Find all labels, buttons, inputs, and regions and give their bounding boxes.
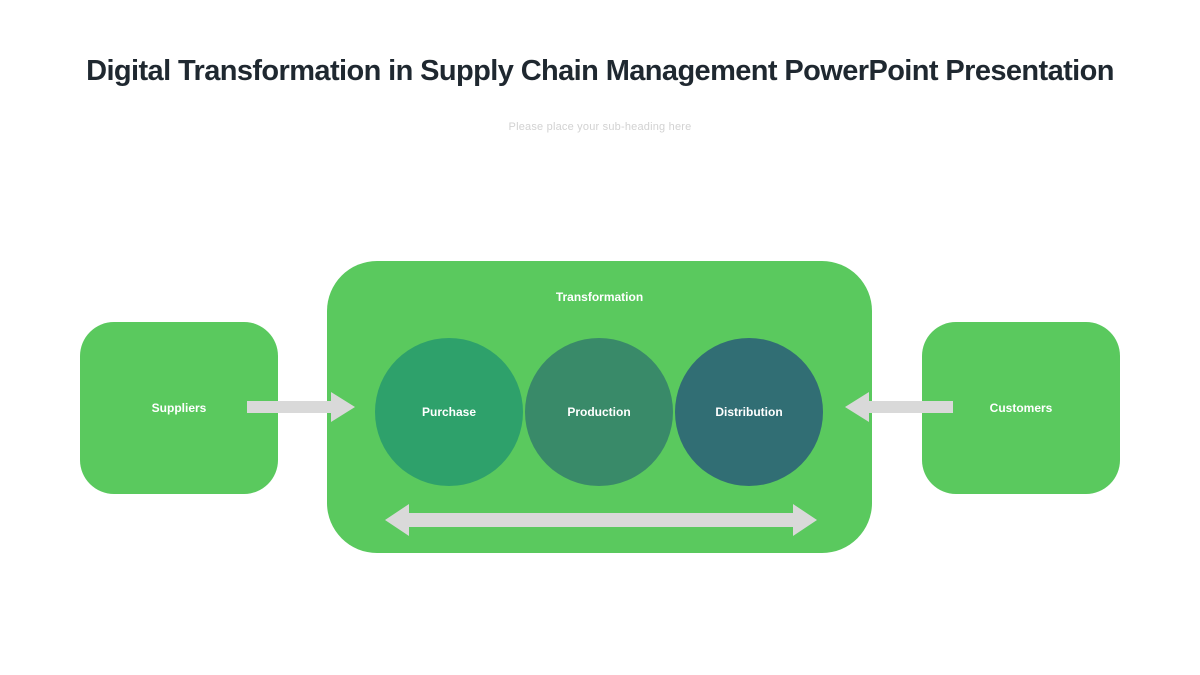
subtitle-placeholder: Please place your sub-heading here — [508, 121, 692, 133]
customers-label: Customers — [989, 401, 1053, 415]
transformation-label: Transformation — [555, 290, 644, 304]
stage-label-production: Production — [567, 405, 631, 419]
stage-circle-purchase: Purchase — [375, 338, 523, 486]
right-arrow-icon — [247, 392, 355, 422]
double-headed-arrow-icon — [385, 504, 817, 536]
left-arrow-icon — [845, 392, 953, 422]
suppliers-label: Suppliers — [151, 401, 207, 415]
page-title: Digital Transformation in Supply Chain M… — [86, 55, 1114, 87]
right-arrow-shape — [247, 392, 355, 422]
stage-circle-production: Production — [525, 338, 673, 486]
stage-label-purchase: Purchase — [421, 405, 477, 419]
transformation-box: Transformation Purchase Production Distr… — [327, 261, 872, 553]
customers-box: Customers — [922, 322, 1120, 494]
stage-label-distribution: Distribution — [715, 405, 783, 419]
double-headed-arrow-shape — [385, 504, 817, 536]
left-arrow-shape — [845, 392, 953, 422]
stage-circle-distribution: Distribution — [675, 338, 823, 486]
suppliers-box: Suppliers — [80, 322, 278, 494]
